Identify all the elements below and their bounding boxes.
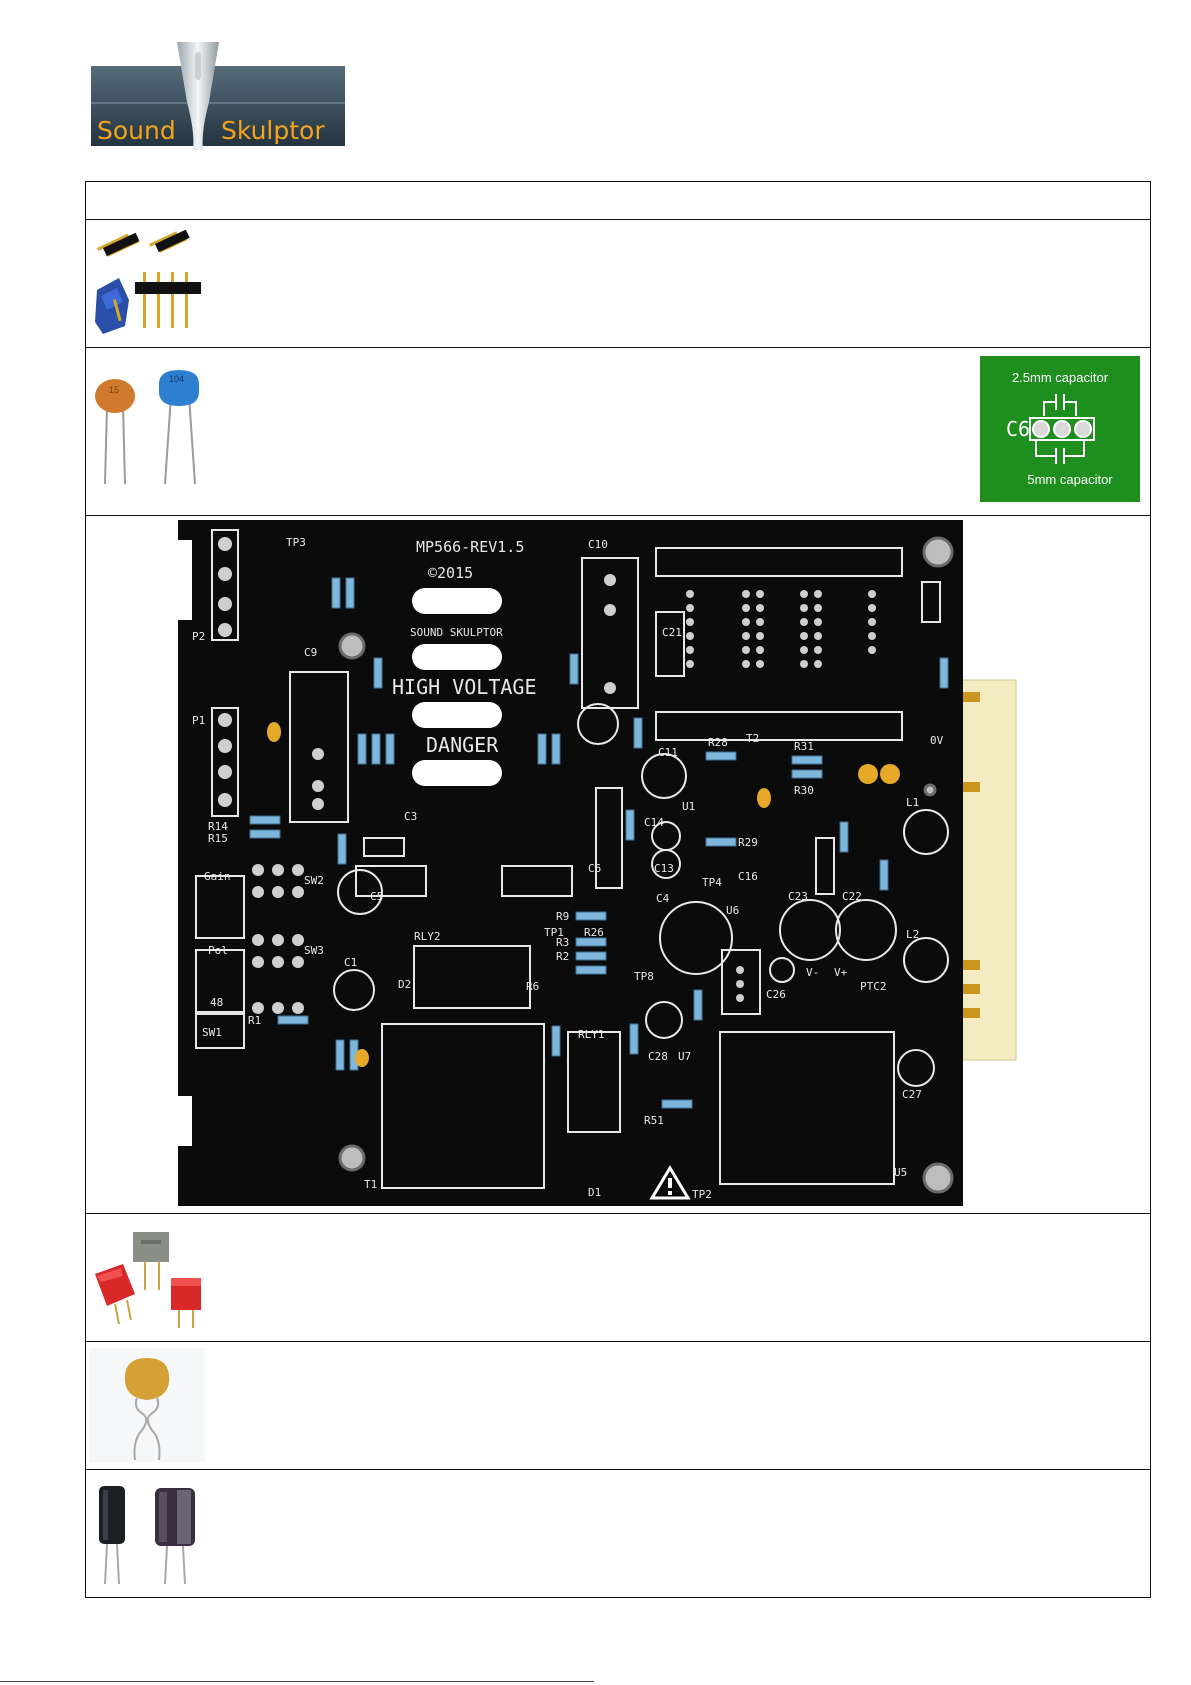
pcb-label-tp2: TP2: [692, 1188, 712, 1201]
pcb-label-tp8: TP8: [634, 970, 654, 983]
pcb-label-c11: C11: [658, 746, 678, 759]
table-row: MP566-REV1.5 ©2015 SOUND SKULPTOR HIGH V…: [86, 516, 1150, 1214]
pcb-label-c16: C16: [738, 870, 758, 883]
pcb-label-c22: C22: [842, 890, 862, 903]
sound-skulptor-logo: Sound Skulptor: [91, 42, 345, 150]
note-top-label: 2.5mm capacitor: [1012, 370, 1109, 385]
pcb-label-r1: R1: [248, 1014, 261, 1027]
pcb-label-tp3: TP3: [286, 536, 306, 549]
pcb-label-rly1: RLY1: [578, 1028, 605, 1041]
pcb-label-c27: C27: [902, 1088, 922, 1101]
pcb-label-c26: C26: [766, 988, 786, 1001]
pcb-label-c23: C23: [788, 890, 808, 903]
pcb-label-t1: T1: [364, 1178, 377, 1191]
capacitor-footprint-note: 2.5mm capacitor C6 5mm capacitor: [980, 356, 1140, 502]
table-row: [86, 1470, 1150, 1598]
pcb-label-r29: R29: [738, 836, 758, 849]
pcb-label-c21: C21: [662, 626, 682, 639]
pcb-label-sw2: SW2: [304, 874, 324, 887]
pcb-label-c10: C10: [588, 538, 608, 551]
pcb-label-rly2: RLY2: [414, 930, 441, 943]
ceramic-capacitor-icon: 15 104: [89, 366, 205, 486]
pcb-brand: SOUND SKULPTOR: [410, 626, 503, 639]
pcb-label-r14: R14: [208, 820, 228, 833]
film-capacitor-icon: [89, 1220, 205, 1334]
pcb-label-c5: C5: [370, 890, 383, 903]
pcb-label-d1: D1: [588, 1186, 601, 1199]
pcb-label-pol: Pol: [208, 944, 228, 957]
pcb-label-t2: T2: [746, 732, 759, 745]
pcb-title: MP566-REV1.5: [416, 538, 524, 556]
table-row: 15 104 2.5mm capacitor: [86, 348, 1150, 516]
footer-rule: [0, 1681, 594, 1682]
note-ref: C6: [1006, 417, 1030, 441]
pcb-label-c6: C6: [588, 862, 601, 875]
pcb-label-u1: U1: [682, 800, 695, 813]
pcb-label-u6: U6: [726, 904, 739, 917]
pcb-label-c14: C14: [644, 816, 664, 829]
pcb-label-sw1: SW1: [202, 1026, 222, 1039]
pcb-warning-2: DANGER: [426, 733, 499, 757]
pcb-label-d2: D2: [398, 978, 411, 991]
pcb-label-c28: C28: [648, 1050, 668, 1063]
table-row: [86, 1342, 1150, 1470]
pcb-label-r2: R2: [556, 950, 569, 963]
table-header-row: [86, 182, 1150, 220]
pcb-label-tp4: TP4: [702, 876, 722, 889]
pcb-label-p1: P1: [192, 714, 205, 727]
logo-word-left: Sound: [97, 116, 176, 145]
pcb-label-u5: U5: [894, 1166, 907, 1179]
pcb-board: MP566-REV1.5 ©2015 SOUND SKULPTOR HIGH V…: [178, 520, 1020, 1206]
pcb-label-vplus: V+: [834, 966, 848, 979]
pcb-label-l1: L1: [906, 796, 919, 809]
pcb-label-r31: R31: [794, 740, 814, 753]
pcb-label-r3: R3: [556, 936, 569, 949]
pcb-label-48: 48: [210, 996, 223, 1009]
tantalum-capacitor-icon: [89, 1348, 205, 1462]
table-row: [86, 1214, 1150, 1342]
pcb-label-r6: R6: [526, 980, 539, 993]
pcb-label-p2: P2: [192, 630, 205, 643]
pcb-label-gain: Gain: [204, 870, 231, 883]
note-bottom-label: 5mm capacitor: [1027, 472, 1113, 487]
pcb-label-sw3: SW3: [304, 944, 324, 957]
pcb-label-r30: R30: [794, 784, 814, 797]
pcb-label-vminus: V-: [806, 966, 819, 979]
pin-header-jumper-icon: [89, 226, 205, 340]
pcb-label-c13: C13: [654, 862, 674, 875]
pcb-warning-1: HIGH VOLTAGE: [392, 675, 537, 699]
pcb-label-r28: R28: [708, 736, 728, 749]
pcb-label-c9: C9: [304, 646, 317, 659]
table-row: [86, 220, 1150, 348]
pcb-label-r26: R26: [584, 926, 604, 939]
pcb-label-l2: L2: [906, 928, 919, 941]
pcb-label-c3: C3: [404, 810, 417, 823]
pcb-label-r9: R9: [556, 910, 569, 923]
pcb-label-ptc2: PTC2: [860, 980, 887, 993]
pcb-label-r15: R15: [208, 832, 228, 845]
pcb-label-u7: U7: [678, 1050, 691, 1063]
pcb-label-c1: C1: [344, 956, 357, 969]
pcb-label-0v: 0V: [930, 734, 944, 747]
pcb-label-tp1: TP1: [544, 926, 564, 939]
cap-label-104: 104: [169, 374, 184, 384]
pcb-label-r51: R51: [644, 1114, 664, 1127]
cap-label-15: 15: [109, 385, 119, 395]
pcb-label-c4: C4: [656, 892, 670, 905]
logo-word-right: Skulptor: [221, 116, 325, 145]
pcb-copyright: ©2015: [428, 564, 473, 582]
bom-table: 15 104 2.5mm capacitor: [85, 181, 1151, 1598]
electrolytic-capacitor-icon: [89, 1476, 205, 1590]
